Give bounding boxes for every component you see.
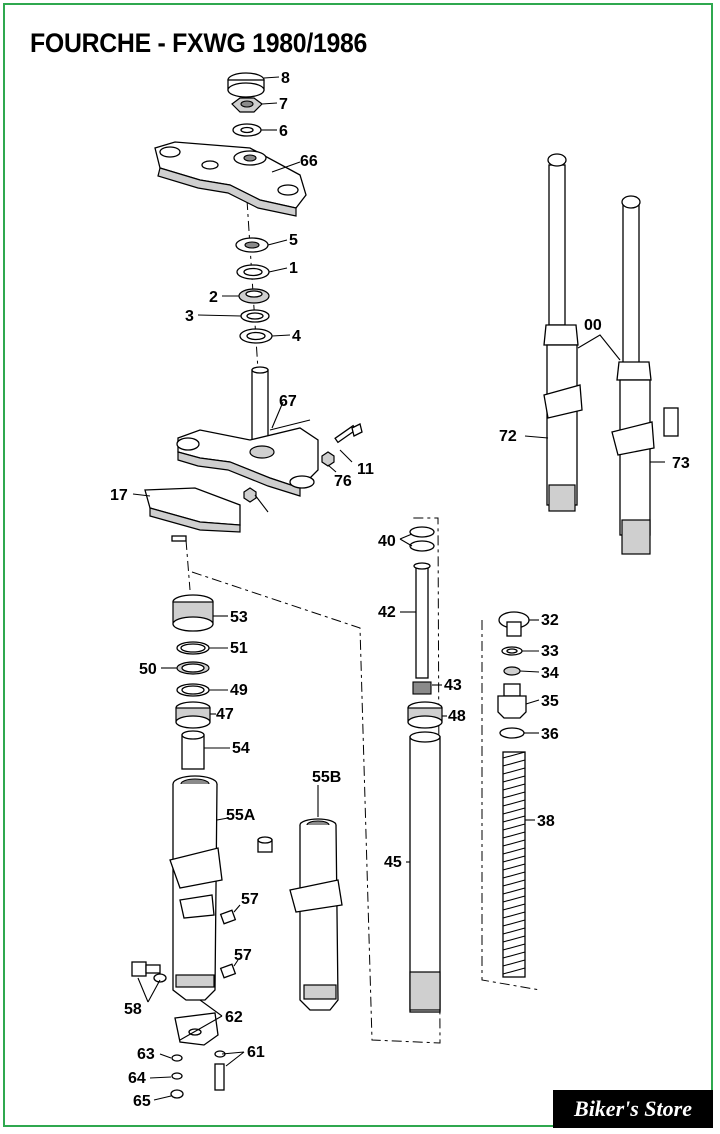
nut-76 [321,451,335,467]
label-7: 7 [279,96,288,113]
washer-49 [176,683,210,697]
label-1: 1 [289,260,298,277]
lower-bracket-67 [176,366,319,497]
part-labels: 8 7 6 66 5 1 2 3 4 67 11 76 17 00 72 73 … [110,70,690,1110]
label-6: 6 [279,123,288,140]
label-57-bottom: 57 [234,947,252,964]
bearing-2 [238,288,270,304]
label-50: 50 [139,661,157,678]
seal-50 [176,661,210,675]
label-4: 4 [292,328,301,345]
cap-32 [498,611,530,637]
bolt-11 [334,423,363,444]
label-54: 54 [232,740,250,757]
washers-63-64-65 [170,1054,184,1099]
label-33: 33 [541,643,559,660]
upper-bracket-66 [154,141,307,217]
label-42: 42 [378,604,396,621]
bushing-47 [175,701,211,729]
label-49: 49 [230,682,248,699]
label-55b: 55B [312,769,341,786]
washer-6 [232,123,262,137]
label-63: 63 [137,1046,155,1063]
fork-assembly-72 [543,153,583,512]
ring-33 [501,646,523,656]
bolt-58 [131,961,167,983]
nut-7 [231,97,263,113]
cup-4 [239,328,273,344]
label-64: 64 [128,1070,146,1087]
cover-17 [144,487,241,542]
diagram-frame [3,3,713,1127]
bushing-57-bottom [219,963,237,979]
label-48: 48 [448,708,466,725]
dust-cover-53 [172,594,214,632]
label-43: 43 [444,677,462,694]
label-58: 58 [124,1001,142,1018]
label-34: 34 [541,665,559,682]
label-3: 3 [185,308,194,325]
small-nut [243,487,257,503]
leader-lines [132,76,665,1101]
label-61: 61 [247,1044,265,1061]
label-17: 17 [110,487,128,504]
slider-55a [169,775,223,1001]
label-45: 45 [384,854,402,871]
label-57-top: 57 [241,891,259,908]
label-36: 36 [541,726,559,743]
spring-43 [412,681,432,695]
label-73: 73 [672,455,690,472]
axle-cap-62 [174,1012,219,1046]
label-76: 76 [334,473,352,490]
label-55a: 55A [226,807,256,824]
plug-35 [497,683,527,719]
cone-3 [240,309,270,323]
spacer-54 [181,730,205,770]
label-5: 5 [289,232,298,249]
spring-38 [502,751,526,978]
studs-61 [214,1050,226,1091]
label-11: 11 [357,461,374,478]
ring-51 [176,641,210,655]
label-38: 38 [537,813,555,830]
label-8: 8 [281,70,290,87]
label-32: 32 [541,612,559,629]
label-65: 65 [133,1093,151,1110]
label-72: 72 [499,428,517,445]
label-00: 00 [584,317,602,334]
fork-assembly-73 [611,195,679,555]
page-title: FOURCHE - FXWG 1980/1986 [30,28,368,58]
label-62: 62 [225,1009,243,1026]
label-51: 51 [230,640,248,657]
bushing-57-top [219,909,237,925]
label-35: 35 [541,693,559,710]
fork-tube-45 [409,731,441,1013]
bushing-48 [407,701,443,729]
damper-rod-42 [413,562,431,679]
brand-logo: Biker's Store [553,1090,713,1128]
label-53: 53 [230,609,248,626]
top-cap-8 [227,72,265,98]
label-67: 67 [279,393,297,410]
label-40: 40 [378,533,396,550]
washer-34 [503,666,521,676]
o-ring-36 [499,727,525,739]
label-47: 47 [216,706,234,723]
label-2: 2 [209,289,218,306]
plug-55a [257,836,273,853]
label-66: 66 [300,153,318,170]
slider-55b [289,818,343,1011]
seal-5 [235,237,269,253]
rings-40 [409,526,435,552]
cup-1 [236,264,270,280]
